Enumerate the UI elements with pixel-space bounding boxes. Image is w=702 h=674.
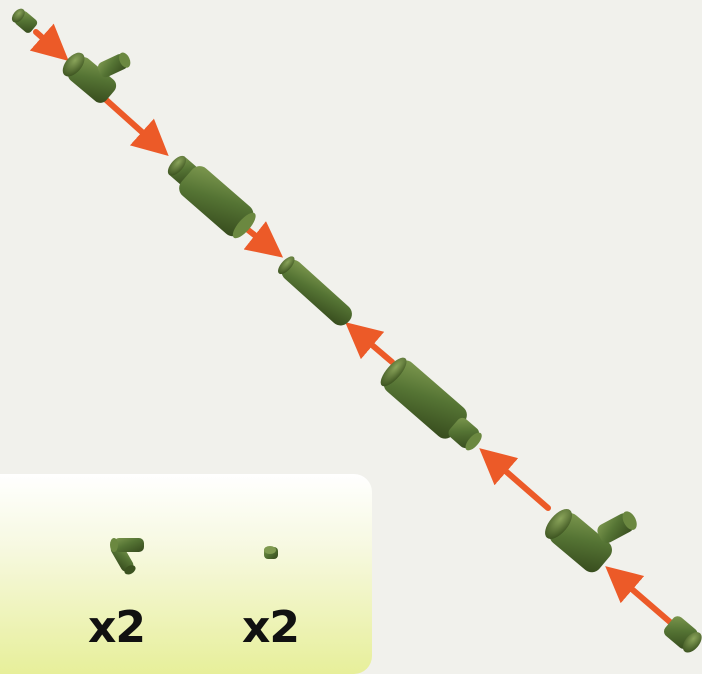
end-cap-icon — [264, 546, 278, 559]
elbow-connector-bottom — [540, 504, 640, 576]
tube-upper — [160, 149, 261, 243]
end-cap-quantity: x2 — [242, 606, 299, 650]
center-rod — [275, 254, 356, 330]
elbow-connector-quantity: x2 — [88, 606, 145, 650]
arrow-lower-tube-to-center-rod — [352, 328, 392, 362]
parts-list-icons — [0, 474, 372, 657]
elbow-connector-top — [58, 49, 132, 106]
arrow-bottom-cap-to-elbow — [612, 572, 670, 622]
elbow-connector-icon — [109, 538, 144, 577]
tube-lower — [376, 353, 490, 459]
assembly-instruction-page: x2 x2 — [0, 0, 702, 657]
arrow-top-cap-to-elbow — [36, 32, 62, 55]
arrow-elbow-to-lower-tube — [486, 454, 548, 508]
arrow-elbow-to-upper-tube — [104, 98, 162, 150]
